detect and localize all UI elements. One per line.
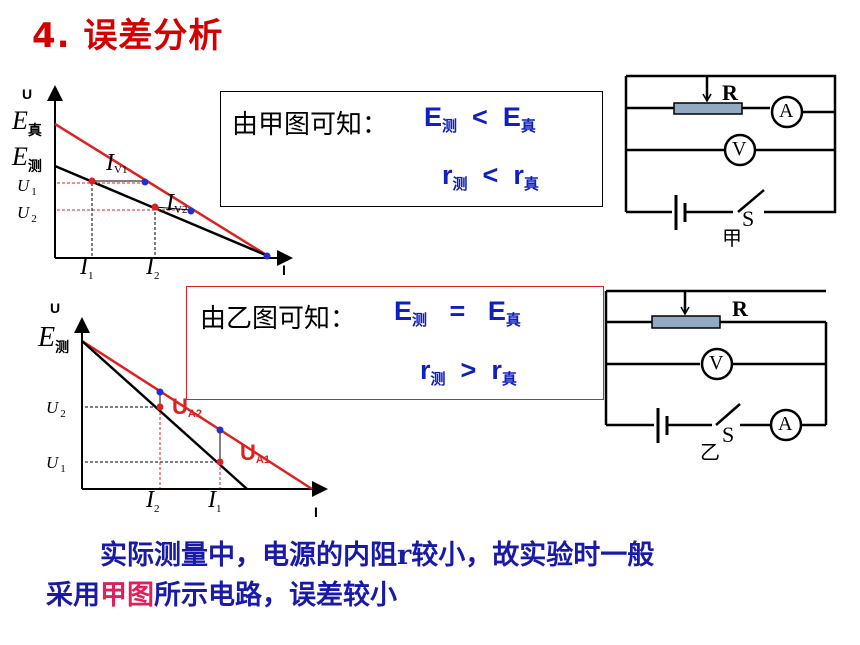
- graph-b-true-line: [81, 339, 313, 491]
- graph-a-e-true-label: E真: [12, 106, 42, 139]
- graph-a-iv2-seg: [154, 206, 192, 211]
- summary-line-2: 采用甲图所示电路，误差较小: [46, 580, 397, 611]
- graph-a-point-2-red: [151, 203, 159, 211]
- graph-a-intercept-point: [263, 252, 271, 260]
- circuit-a-voltmeter-label: V: [732, 138, 747, 160]
- graph-a-i1-label: I1: [80, 254, 94, 282]
- conclusion-a-r-line: r测 < r真: [442, 160, 539, 193]
- graph-a-e-meas-label: E测: [12, 142, 42, 175]
- graph-b-u-label: U: [50, 300, 61, 316]
- circuit-a-ammeter-label: A: [779, 100, 794, 122]
- page-title: 4. 误差分析: [32, 16, 224, 56]
- circuit-a-r-label: R: [722, 80, 738, 105]
- summary-line-1: 实际测量中，电源的内阻r较小，故实验时一般: [100, 540, 655, 571]
- summary-highlight: 甲图: [100, 580, 154, 611]
- circuit-b-voltmeter: [700, 347, 734, 381]
- graph-a-true-line: [54, 122, 269, 258]
- graph-a-i2-label: I2: [146, 254, 160, 282]
- graph-a-u-label: U: [22, 86, 33, 102]
- graph-b-ua1-label: UA1: [240, 440, 270, 466]
- circuit-b-switch-label: S: [722, 422, 735, 447]
- graph-a-iv2-label: IV2: [166, 190, 188, 216]
- graph-a-iv1-label: IV1: [106, 150, 128, 176]
- conclusion-box-a: [220, 91, 603, 207]
- circuit-b-voltmeter-label: V: [709, 352, 724, 374]
- conclusion-a-e-line: E测 < E真: [424, 102, 536, 135]
- circuit-b-ammeter-label: A: [778, 413, 793, 435]
- graph-a-point-1-red: [88, 177, 96, 185]
- conclusion-b-prefix: 由乙图可知：: [200, 304, 357, 334]
- circuit-b-switch: [715, 403, 741, 426]
- graph-b-e-meas-label: E测: [38, 322, 70, 356]
- circuit-a-switch-label: S: [742, 206, 755, 231]
- conclusion-b-e-line: E测 = E真: [394, 296, 521, 329]
- graph-b-point-2-red: [156, 403, 164, 411]
- graph-b-i1-label: I1: [208, 487, 222, 515]
- circuit-a-ammeter: [770, 95, 804, 129]
- graph-b-point-1-red: [216, 458, 224, 466]
- graph-a-point-1-blue: [141, 178, 149, 186]
- circuit-b-rheostat: [651, 315, 721, 329]
- graph-b-point-2-blue: [156, 388, 164, 396]
- conclusion-box-b: [186, 286, 604, 400]
- circuit-a: [624, 74, 837, 230]
- summary-text: 实际测量中，电源的内阻r较小，故实验时一般 采用甲图所示电路，误差较小: [46, 536, 836, 616]
- graph-b-ua2-label: UA2: [172, 394, 202, 420]
- graph-b-point-1-blue: [216, 426, 224, 434]
- graph-b: [74, 317, 328, 497]
- circuit-b-r-label: R: [732, 296, 748, 321]
- graph-a-i-label: I: [282, 262, 286, 278]
- circuit-b-ammeter: [769, 408, 803, 442]
- graph-b-i2-label: I2: [146, 487, 160, 515]
- circuit-a-switch: [737, 189, 765, 213]
- circuit-a-caption: 甲: [722, 226, 742, 250]
- circuit-a-right-wire: [626, 74, 837, 214]
- circuit-a-voltmeter: [723, 133, 757, 167]
- graph-b-i-label: I: [314, 504, 318, 520]
- conclusion-b-r-line: r测 > r真: [420, 355, 517, 388]
- conclusion-a-prefix: 由甲图可知：: [232, 110, 389, 140]
- circuit-b-caption: 乙: [700, 440, 720, 464]
- graph-a-point-2-blue: [187, 207, 195, 215]
- circuit-b: [604, 289, 828, 443]
- graph-a: [47, 85, 293, 266]
